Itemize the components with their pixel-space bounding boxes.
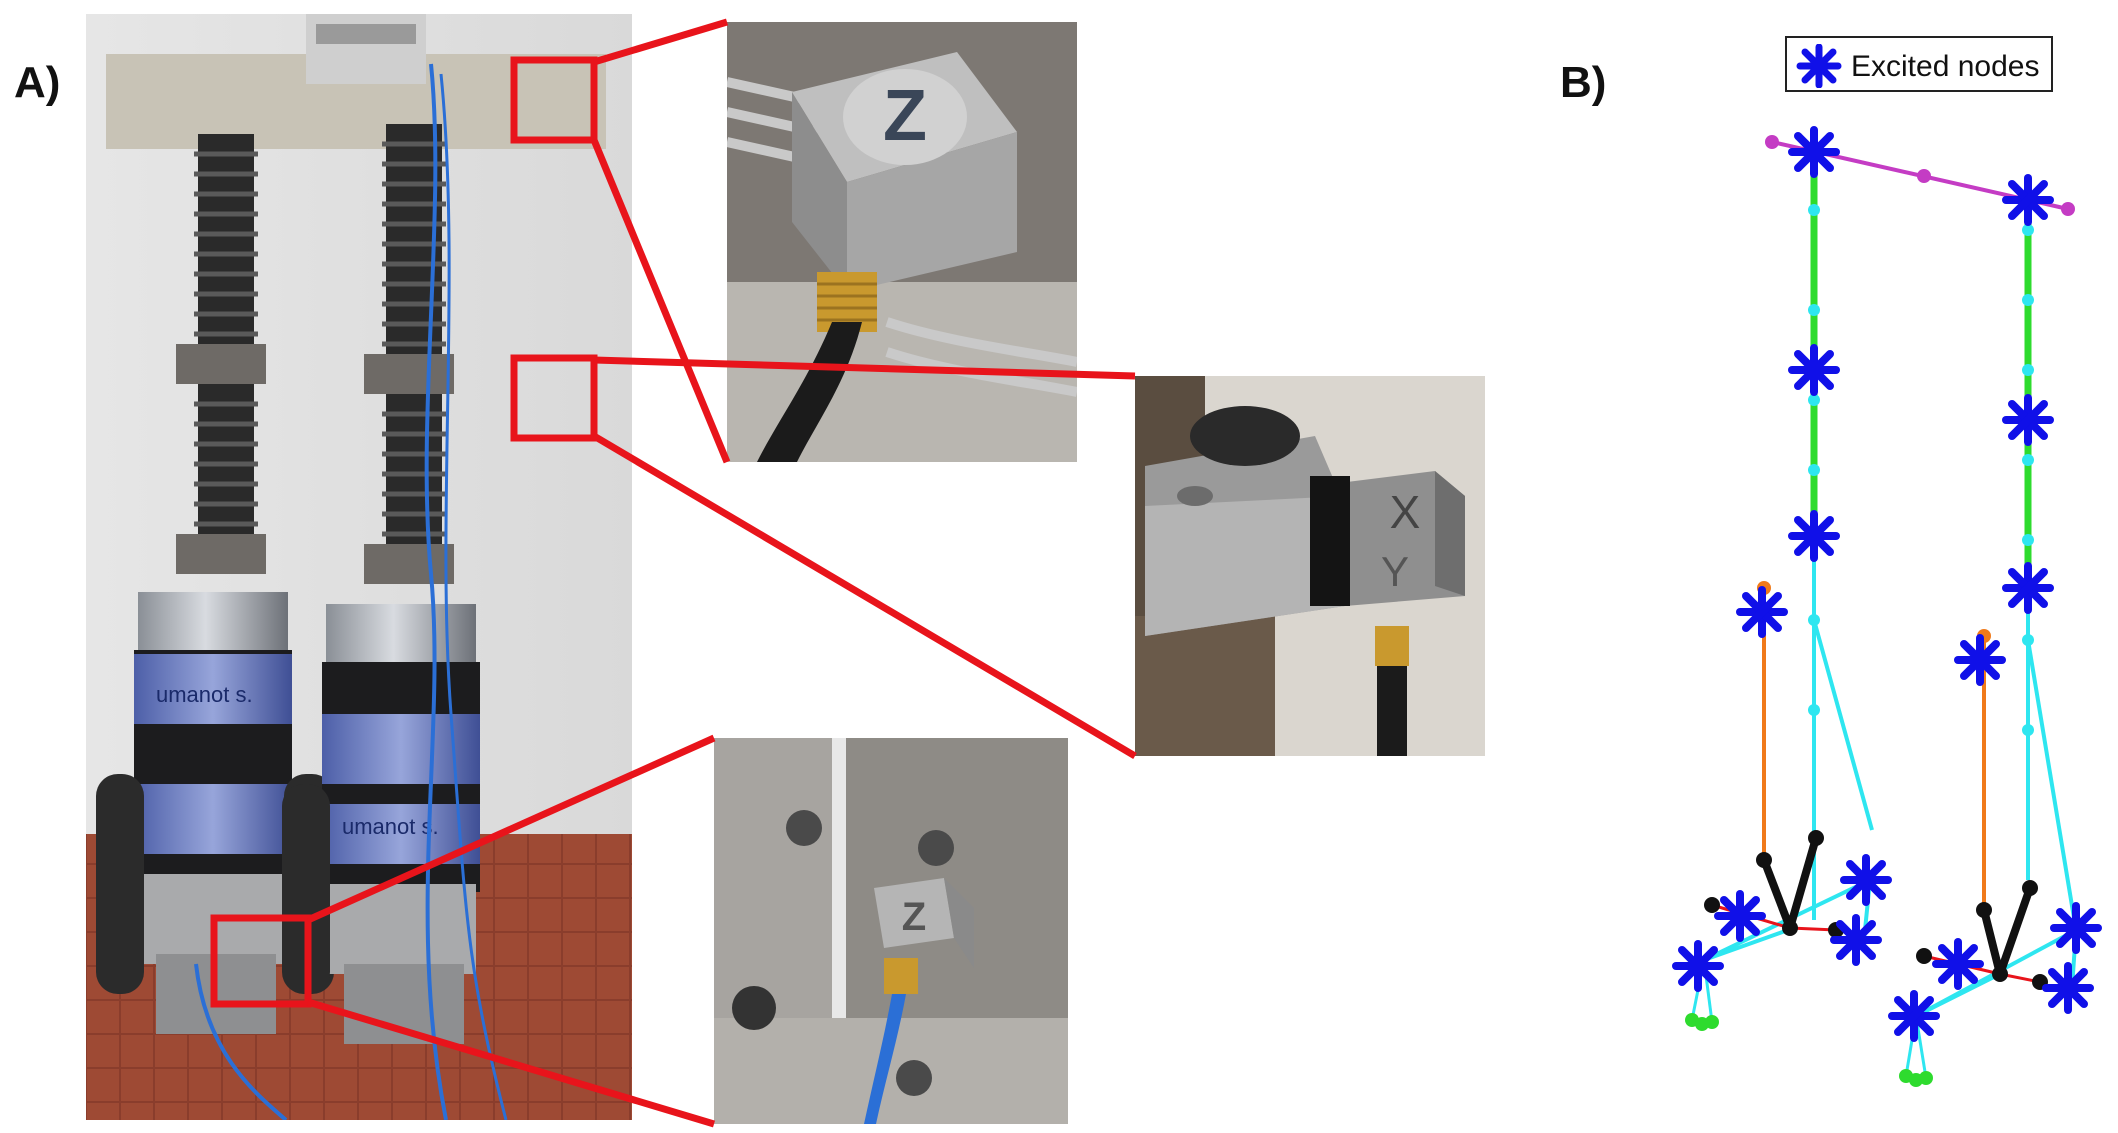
sensor-axis-y: Y xyxy=(1381,548,1409,595)
excited-node xyxy=(2006,398,2050,442)
right-leg: umanot s. xyxy=(282,124,480,1044)
motor-label-left: umanot s. xyxy=(156,682,253,707)
excited-node xyxy=(1958,638,2002,682)
sensor-axis-z-bottom: Z xyxy=(902,895,926,939)
callout-box-top xyxy=(510,56,598,144)
fe-model-diagram xyxy=(1600,100,2118,1087)
excited-node xyxy=(1892,994,1936,1038)
fe-left-leg xyxy=(1676,130,1888,1031)
robot-legs-photo: umanot s. umanot s. xyxy=(86,14,632,1120)
callout-line xyxy=(590,138,731,464)
excited-node xyxy=(1676,944,1720,988)
excited-node xyxy=(2046,966,2090,1010)
excited-node xyxy=(2006,566,2050,610)
callout-line xyxy=(592,432,1137,760)
excited-node xyxy=(1792,130,1836,174)
excited-node xyxy=(1936,942,1980,986)
sensor-zoom-middle: X Y xyxy=(1135,376,1485,756)
excited-node xyxy=(1792,514,1836,558)
motor-label-right: umanot s. xyxy=(342,814,439,839)
excited-node xyxy=(1792,348,1836,392)
callout-line xyxy=(306,998,716,1128)
callout-box-bottom xyxy=(210,914,312,1008)
callout-line xyxy=(593,356,1136,380)
callout-line xyxy=(592,18,729,66)
sensor-axis-z-top: Z xyxy=(883,76,927,156)
excited-node xyxy=(1834,918,1878,962)
excited-node xyxy=(2006,178,2050,222)
excited-node-marker-icon xyxy=(1796,44,1842,88)
excited-node xyxy=(1718,894,1762,938)
panel-label-a: A) xyxy=(14,58,61,107)
legend-label: Excited nodes xyxy=(1851,50,2040,83)
excited-node xyxy=(2054,906,2098,950)
callout-line xyxy=(306,734,716,924)
sensor-zoom-bottom: Z xyxy=(714,738,1068,1124)
excited-node xyxy=(1844,858,1888,902)
callout-box-middle xyxy=(510,354,598,442)
excited-node xyxy=(1740,590,1784,634)
panel-label-b: B) xyxy=(1560,58,1607,107)
sensor-axis-x: X xyxy=(1390,486,1421,538)
legend: Excited nodes xyxy=(1785,36,2053,92)
fe-right-leg xyxy=(1892,178,2098,1087)
